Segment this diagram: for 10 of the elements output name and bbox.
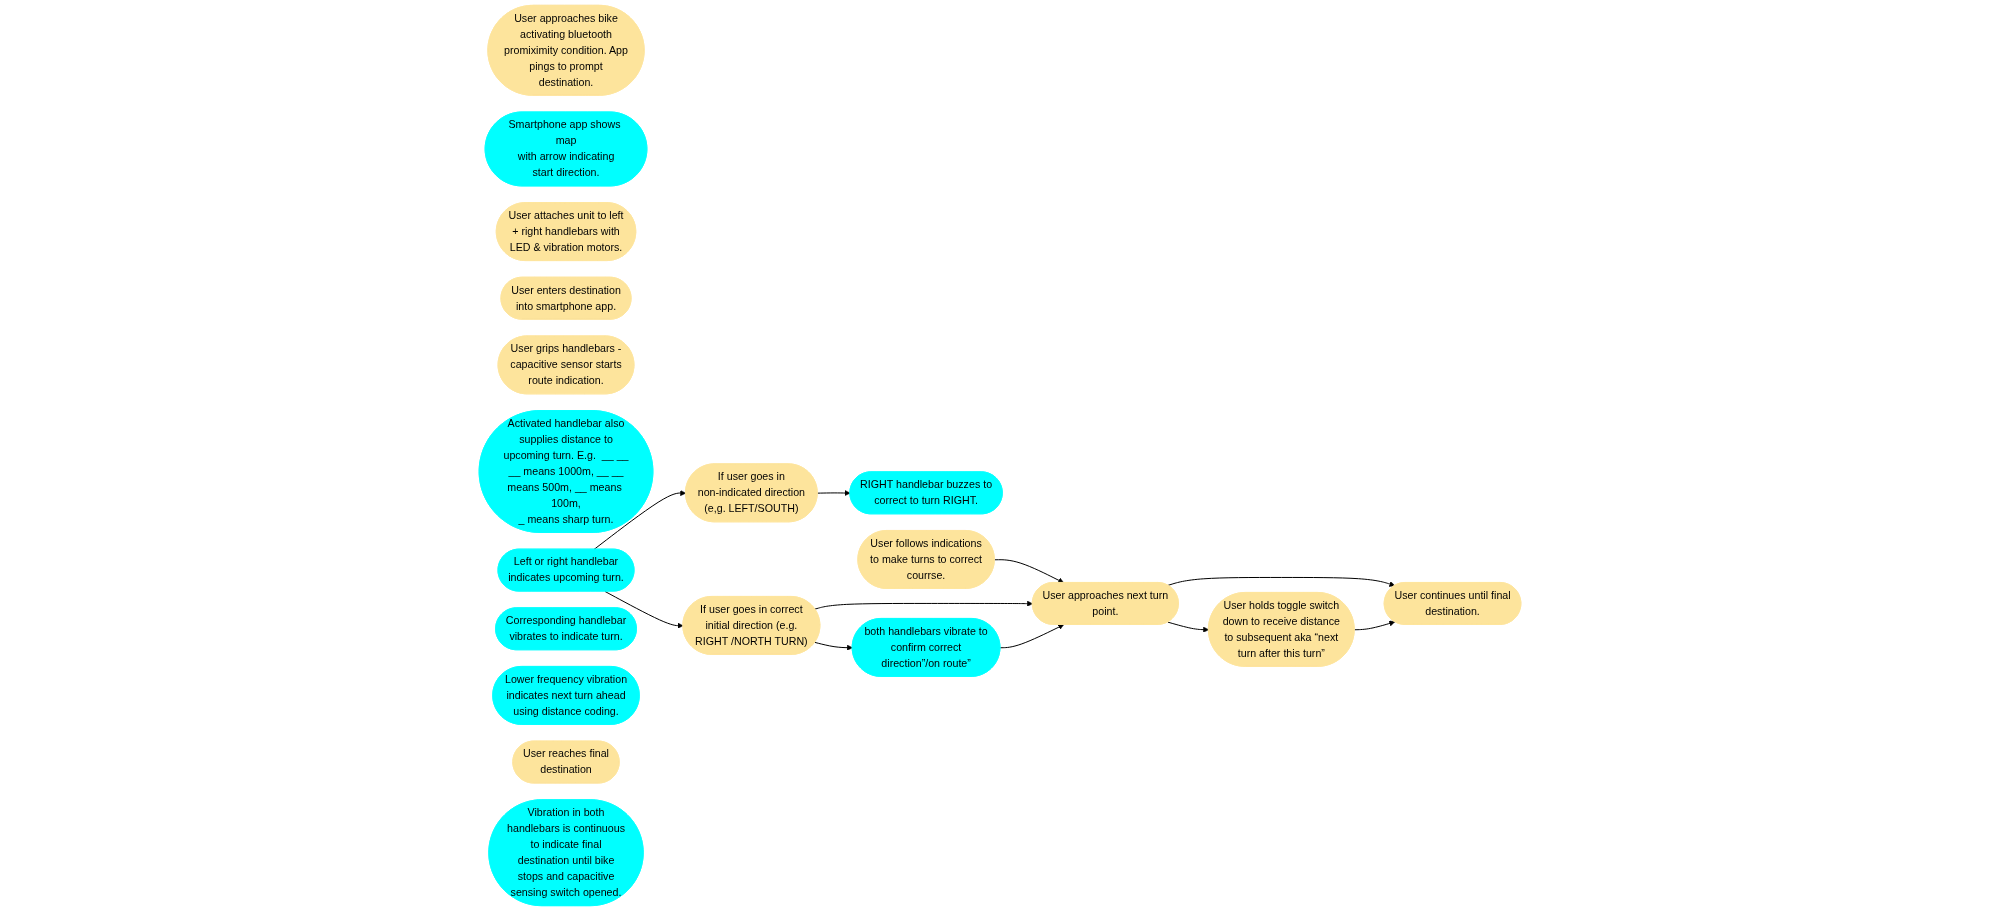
arrow [593,490,687,550]
arrow [604,590,684,629]
arrow [817,490,851,496]
arrow [814,600,1033,610]
arrow [1167,621,1209,633]
arrow [1167,576,1396,587]
arrow [999,624,1064,649]
arrow [814,641,853,651]
arrow [994,559,1064,584]
arrow [1354,620,1396,631]
